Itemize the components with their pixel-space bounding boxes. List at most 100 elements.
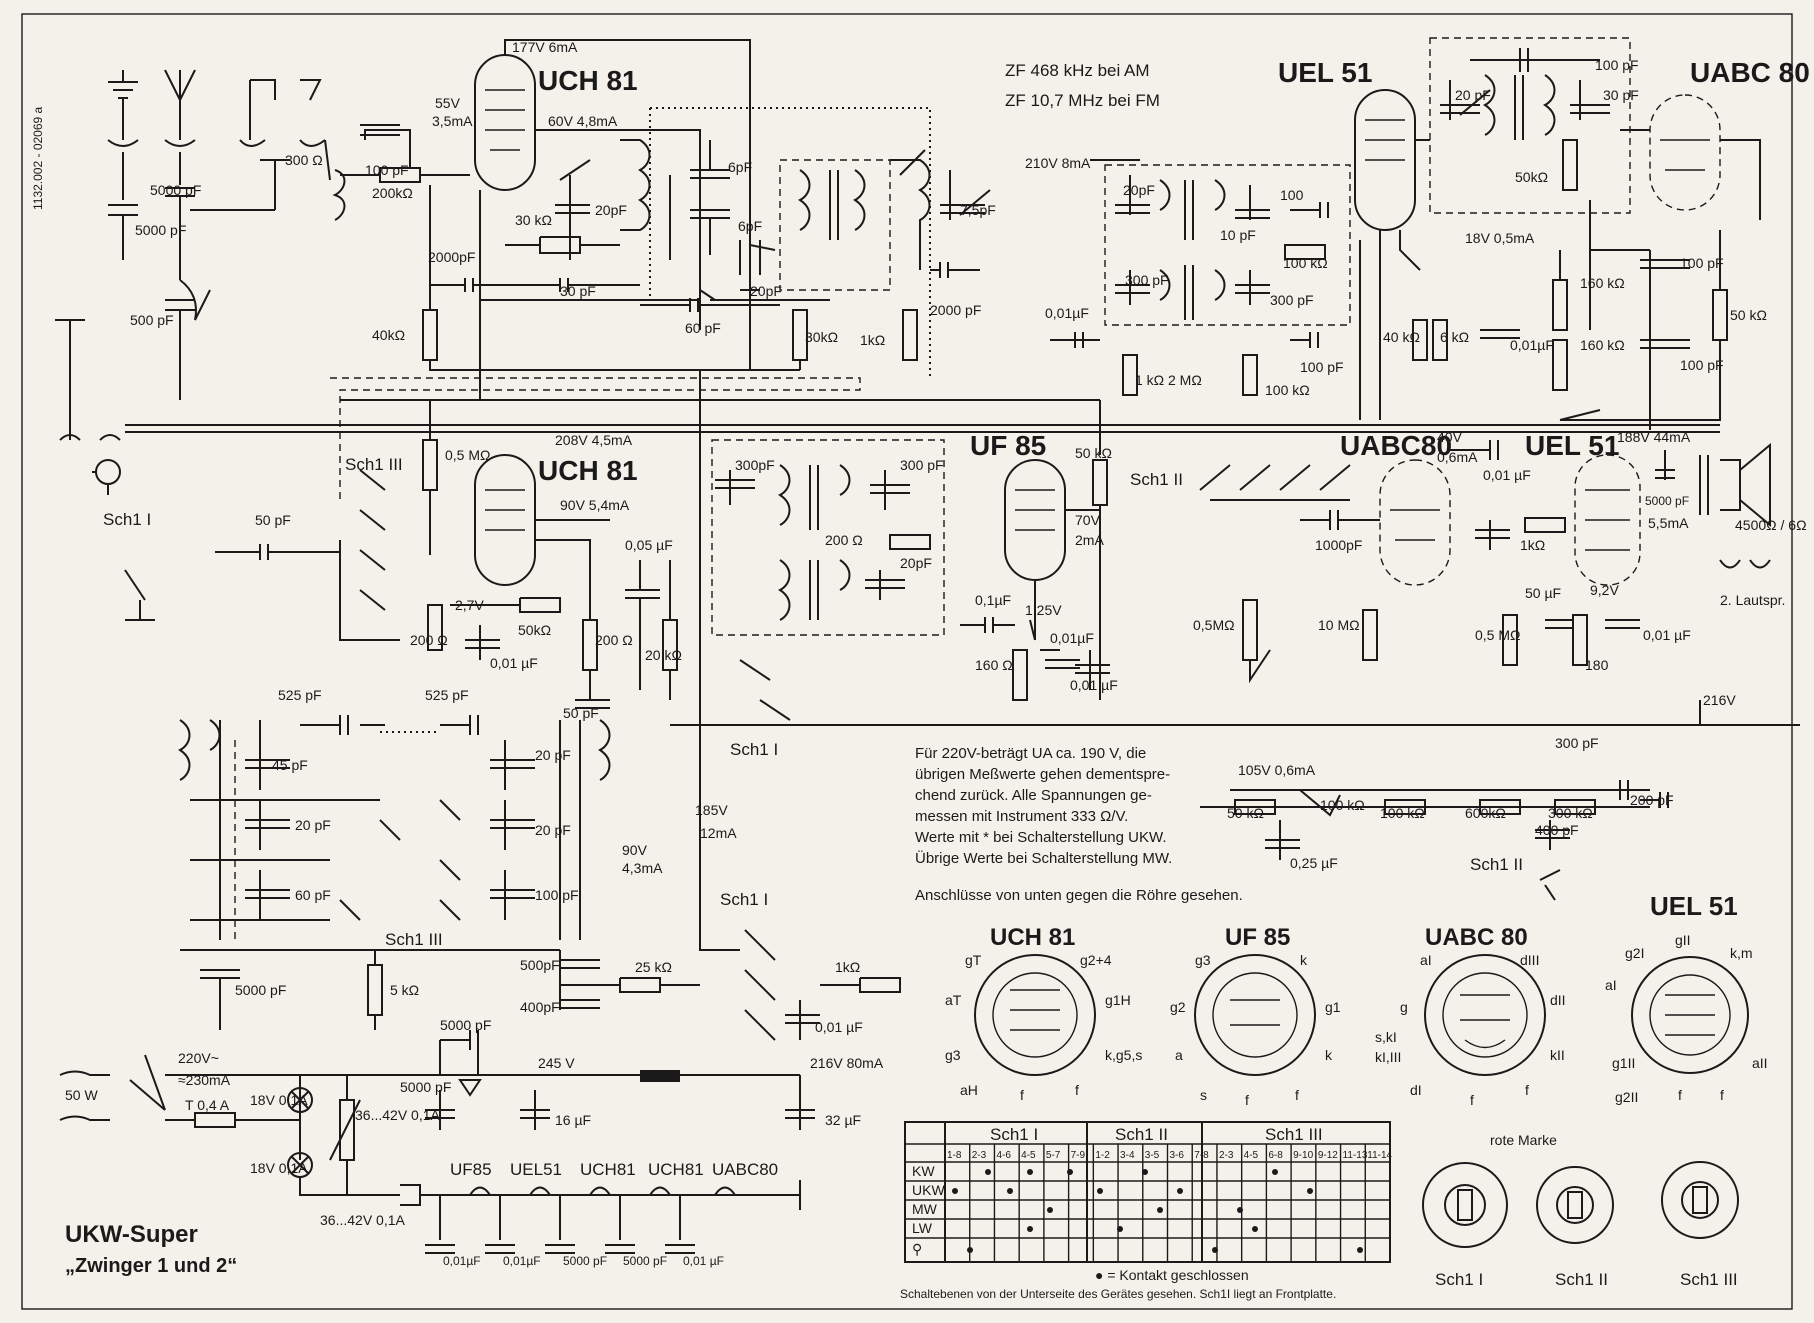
spk-label: 4500Ω / 6Ω <box>1735 517 1807 533</box>
r40k-label: 40kΩ <box>372 327 405 343</box>
c20f-label: 20 pF <box>295 817 331 833</box>
r200k-label: 200kΩ <box>372 185 413 201</box>
c60b-label: 60 pF <box>295 887 331 903</box>
pinout-uf85-pin-5: a <box>1175 1047 1183 1063</box>
pinout-uabc80-pin-6: kI,III <box>1375 1049 1401 1065</box>
c525b-label: 525 pF <box>425 687 469 703</box>
switch-col-12: 4-5 <box>1244 1150 1259 1161</box>
r05mb-label: 0,5MΩ <box>1193 617 1235 633</box>
v55-label: 55V <box>435 95 461 111</box>
c6a-label: 6pF <box>728 159 752 175</box>
c2000-label: 2000pF <box>428 249 475 265</box>
r05m-label: 0,5 MΩ <box>445 447 490 463</box>
c100g-label: 100 pF <box>535 887 579 903</box>
pinout-uel51-pin-3: k,m <box>1730 945 1753 961</box>
c525a-label: 525 pF <box>278 687 322 703</box>
switch-col-11: 2-3 <box>1219 1150 1234 1161</box>
v70-label: 70V <box>1075 512 1101 528</box>
sch1-i-c-label: Sch1 I <box>720 890 768 909</box>
switch-col-8: 3-5 <box>1145 1150 1160 1161</box>
r10m-label: 10 MΩ <box>1318 617 1360 633</box>
pinout-uch81-pin-7: aH <box>960 1082 978 1098</box>
note-line-4: messen mit Instrument 333 Ω/V. <box>915 808 1128 825</box>
v177-label: 177V 6mA <box>512 39 578 55</box>
pinout-uf85: UF 85 g3 k g2 g1 a k s f f <box>1170 924 1341 1108</box>
pinout-uch81-pin-1: gT <box>965 952 982 968</box>
c1000-label: 1000pF <box>1315 537 1362 553</box>
c5000d-label: 5000 pF <box>235 982 286 998</box>
pinout-uf85-pin-6: k <box>1325 1047 1333 1063</box>
switch-col-6: 1-2 <box>1095 1150 1110 1161</box>
switch-col-13: 6-8 <box>1268 1150 1283 1161</box>
r20k-label: 20 kΩ <box>645 647 682 663</box>
c300a-label: 300 pF <box>1125 272 1169 288</box>
sch1-i-b-label: Sch1 I <box>730 740 778 759</box>
pinout-uel51-pin-6: aII <box>1752 1055 1768 1071</box>
r25k-label: 25 kΩ <box>635 959 672 975</box>
switch-table-legend: ● = Kontakt geschlossen <box>1095 1267 1249 1283</box>
c2000b-label: 2000 pF <box>930 302 981 318</box>
c001g-label: 0,01 µF <box>1643 627 1691 643</box>
fuse-label: T 0,4 A <box>185 1097 230 1113</box>
pinout-uabc80-pin-4: dII <box>1550 992 1566 1008</box>
c10-label: 10 pF <box>1220 227 1256 243</box>
switch-col-9: 3-6 <box>1170 1150 1185 1161</box>
v18-label: 18V 0,5mA <box>1465 230 1535 246</box>
if-filter-middle: 210V 8mA 20pF 10 pF 100 100 kΩ 300 pF 30… <box>1025 155 1554 398</box>
uch81-mid-tube <box>474 454 536 586</box>
pinout-uch81-pin-4: g1H <box>1105 992 1131 1008</box>
c200-label: 200 pF <box>1630 792 1674 808</box>
c001h-label: 0,01 µF <box>815 1019 863 1035</box>
c30b-label: 30 pF <box>1603 87 1639 103</box>
switch-row-ukw: UKW <box>912 1182 945 1198</box>
heater-cap-1: 0,01µF <box>443 1254 481 1268</box>
c100b-label: 100 <box>1280 187 1304 203</box>
switch-col-0: 1-8 <box>947 1150 962 1161</box>
r50k-label: 50kΩ <box>1515 169 1548 185</box>
switch-table-footer: Schaltebenen von der Unterseite des Gerä… <box>900 1287 1336 1301</box>
pinout-uel51-pin-9: f <box>1720 1087 1724 1103</box>
pinout-uch81-title: UCH 81 <box>990 924 1075 951</box>
sch1-iii-b-label: Sch1 III <box>385 930 443 949</box>
switch-row-mw: MW <box>912 1201 938 1217</box>
c30-label: 30 pF <box>560 283 596 299</box>
heater-chain: UF85 UEL51 UCH81 UCH81 UABC80 0,01µF 0,0… <box>420 1160 801 1268</box>
ma230-label: ≈230mA <box>178 1072 231 1088</box>
sch1-ii-a-label: Sch1 II <box>1130 470 1183 489</box>
r05mc-label: 0,5 MΩ <box>1475 627 1520 643</box>
r300k-label: 300 kΩ <box>1548 805 1593 821</box>
r180-label: 180 <box>1585 657 1609 673</box>
switch-row-kw: KW <box>912 1163 935 1179</box>
pinout-uabc80-pin-8: dI <box>1410 1082 1422 1098</box>
uf85-label: UF 85 <box>970 430 1046 461</box>
v90b-label: 90V <box>622 842 648 858</box>
c400b-label: 400 pF <box>1535 822 1579 838</box>
r200a-label: 200 Ω <box>410 632 448 648</box>
v125-label: 1,25V <box>1025 602 1062 618</box>
switch-col-7: 3-4 <box>1120 1150 1135 1161</box>
v216b-label: 216V 80mA <box>810 1055 884 1071</box>
ma35-label: 3,5mA <box>432 113 473 129</box>
c20d-label: 20 pF <box>1455 87 1491 103</box>
uel51-mid-label: UEL 51 <box>1525 430 1619 461</box>
uch81-top-tube <box>474 54 536 191</box>
uel51-top-tube <box>1354 89 1416 231</box>
c20g-label: 20 pF <box>535 747 571 763</box>
c001d-label: 0,01µF <box>1050 630 1094 646</box>
c100e-label: 100 pF <box>1680 255 1724 271</box>
wafer-switches: rote Marke Sch1 I Sch1 II Sch1 III <box>1422 1132 1739 1289</box>
ma43-label: 4,3mA <box>622 860 663 876</box>
r1kc-label: 1kΩ <box>1520 537 1545 553</box>
pinout-uel51-pin-5: g1II <box>1612 1055 1635 1071</box>
r100k-label: 100 kΩ <box>1283 255 1328 271</box>
sch1-ii-b-label: Sch1 II <box>1470 855 1523 874</box>
c5000pf-label: 5000 pF <box>440 1017 491 1033</box>
pinout-uch81-pin-8: f <box>1020 1087 1024 1103</box>
pinout-uel51-pin-8: f <box>1678 1087 1682 1103</box>
c001f-label: 0,01 µF <box>1483 467 1531 483</box>
pinout-uf85-pin-1: g3 <box>1195 952 1211 968</box>
pinout-uabc80-title: UABC 80 <box>1425 924 1528 951</box>
uabc80-mid-tube <box>1379 459 1451 586</box>
